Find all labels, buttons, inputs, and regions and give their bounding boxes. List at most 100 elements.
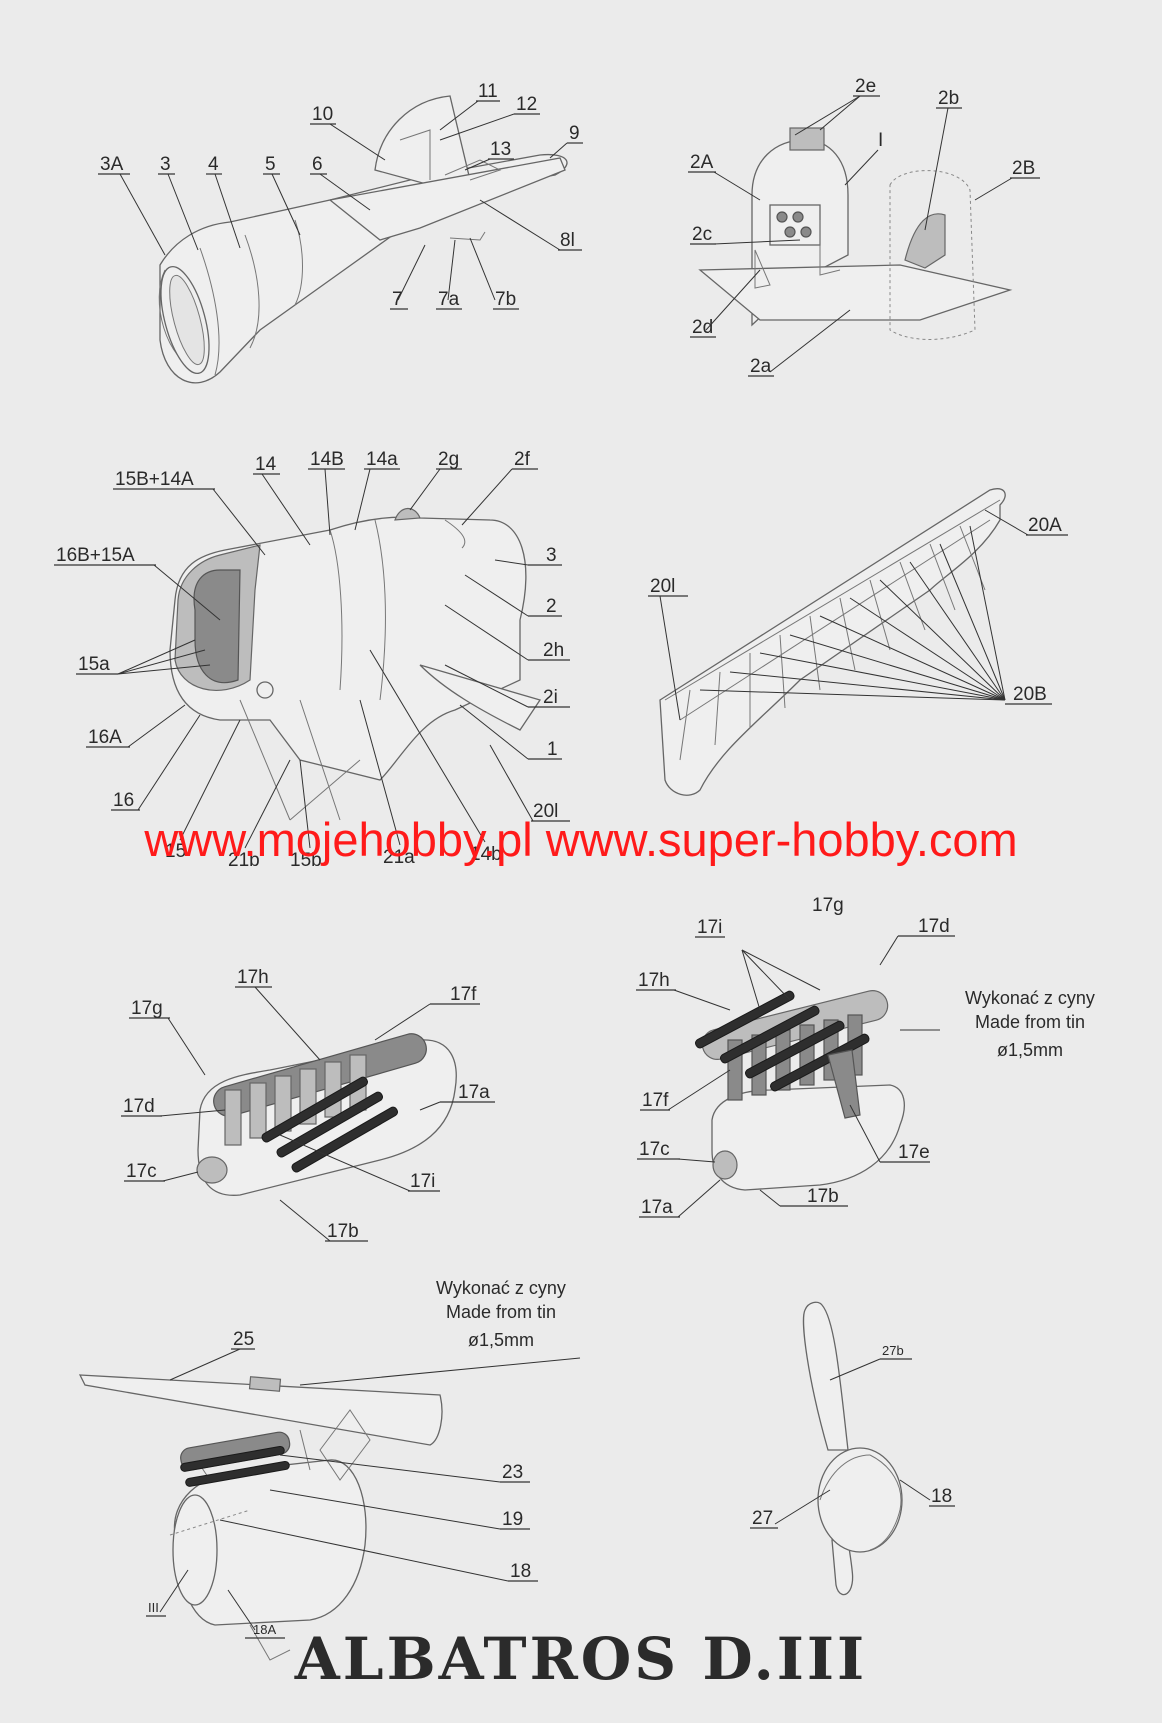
note-engine-right: Wykonać z cyny Made from tin ø1,5mm bbox=[900, 988, 1095, 1060]
label-17c: 17c bbox=[126, 1161, 157, 1182]
label-17d-r: 17d bbox=[918, 916, 950, 937]
assembly-diagram bbox=[78, 1374, 443, 1661]
label-16: 16 bbox=[113, 790, 134, 811]
label-14b: 14b bbox=[470, 844, 502, 865]
label-18-prop: 18 bbox=[931, 1486, 952, 1507]
label-17b-r: 17b bbox=[807, 1186, 839, 1207]
label-2d: 2d bbox=[692, 317, 713, 338]
label-15a: 15a bbox=[78, 654, 110, 675]
label-3A: 3A bbox=[100, 154, 124, 175]
label-20l: 20l bbox=[650, 576, 675, 597]
label-4: 4 bbox=[208, 154, 219, 175]
note-assembly: Wykonać z cyny Made from tin ø1,5mm bbox=[436, 1278, 566, 1350]
label-10: 10 bbox=[312, 104, 333, 125]
label-15b: 15b bbox=[290, 850, 322, 871]
note-line-3: ø1,5mm bbox=[468, 1330, 534, 1350]
tail-labels: 3A 3 4 5 6 10 11 12 13 9 8l 7 7a 7b bbox=[98, 81, 583, 310]
label-14: 14 bbox=[255, 454, 277, 475]
engine-right-diagram bbox=[695, 990, 905, 1191]
label-16B15A: 16B+15A bbox=[56, 545, 135, 566]
label-20l: 20l bbox=[533, 801, 558, 822]
label-2B: 2B bbox=[1012, 158, 1035, 179]
label-21a: 21a bbox=[383, 847, 415, 868]
note-line-2: Made from tin bbox=[446, 1302, 556, 1322]
label-27b: 27b bbox=[882, 1343, 904, 1358]
label-2i: 2i bbox=[543, 687, 558, 708]
wing-diagram bbox=[659, 488, 1006, 796]
label-17h: 17h bbox=[237, 967, 269, 988]
label-23: 23 bbox=[502, 1462, 523, 1483]
label-17b: 17b bbox=[327, 1221, 359, 1242]
label-2e: 2e bbox=[855, 76, 876, 97]
propeller-diagram bbox=[802, 1301, 903, 1596]
cockpit-labels: 2e 2b 2A I 2B 2c 2d 2a bbox=[688, 76, 1040, 377]
label-6: 6 bbox=[312, 154, 323, 175]
page-title: ALBATROS D.III bbox=[294, 1625, 868, 1693]
watermark: www.mojehobby.pl www.super-hobby.com bbox=[144, 813, 1018, 866]
label-18: 18 bbox=[510, 1561, 531, 1582]
label-2a: 2a bbox=[750, 356, 772, 377]
note-line-1: Wykonać z cyny bbox=[436, 1278, 566, 1298]
label-21b: 21b bbox=[228, 850, 260, 871]
cockpit-diagram bbox=[698, 127, 1013, 340]
label-14a: 14a bbox=[366, 449, 398, 470]
label-17i: 17i bbox=[410, 1171, 435, 1192]
label-I: I bbox=[878, 130, 883, 151]
label-17f-r: 17f bbox=[642, 1090, 669, 1111]
label-17i-r: 17i bbox=[697, 917, 722, 938]
label-17a: 17a bbox=[458, 1082, 490, 1103]
label-3: 3 bbox=[160, 154, 171, 175]
label-15: 15 bbox=[165, 841, 186, 862]
label-2b: 2b bbox=[938, 88, 959, 109]
note-line-2: Made from tin bbox=[975, 1012, 1085, 1032]
label-17h-r: 17h bbox=[638, 970, 670, 991]
engine-left-labels: 17h 17g 17f 17d 17a 17c 17i 17b bbox=[121, 967, 495, 1242]
label-III: III bbox=[148, 1600, 159, 1615]
fuselage-diagram bbox=[169, 507, 542, 821]
label-17g: 17g bbox=[131, 998, 163, 1019]
label-20A: 20A bbox=[1028, 515, 1062, 536]
fuselage-labels: 15B+14A 14 14B 14a 2g 2f 16B+15A 3 2 2h … bbox=[54, 449, 570, 871]
label-27: 27 bbox=[752, 1508, 773, 1529]
label-18A: 18A bbox=[253, 1622, 276, 1637]
label-2h: 2h bbox=[543, 640, 564, 661]
label-17e-r: 17e bbox=[898, 1142, 930, 1163]
label-7b: 7b bbox=[495, 289, 516, 310]
label-5: 5 bbox=[265, 154, 276, 175]
wing-labels: 20A 20l 20B bbox=[648, 509, 1068, 721]
label-2f: 2f bbox=[514, 449, 531, 470]
label-17a-r: 17a bbox=[641, 1197, 673, 1218]
label-7a: 7a bbox=[438, 289, 460, 310]
label-15B14A: 15B+14A bbox=[115, 469, 194, 490]
label-2c: 2c bbox=[692, 224, 712, 245]
label-2: 2 bbox=[546, 596, 557, 617]
engine-left-diagram bbox=[196, 1033, 457, 1196]
tail-diagram bbox=[158, 95, 568, 384]
label-8l: 8l bbox=[560, 230, 575, 251]
label-25: 25 bbox=[233, 1329, 254, 1350]
label-17f: 17f bbox=[450, 984, 477, 1005]
label-12: 12 bbox=[516, 94, 537, 115]
label-14B: 14B bbox=[310, 449, 344, 470]
note-line-1: Wykonać z cyny bbox=[965, 988, 1095, 1008]
label-11: 11 bbox=[478, 81, 498, 102]
label-17g-r: 17g bbox=[812, 895, 844, 916]
label-9: 9 bbox=[569, 123, 580, 144]
assembly-labels: 25 23 19 18 III 18A bbox=[146, 1329, 581, 1639]
label-19: 19 bbox=[502, 1509, 523, 1530]
label-2g: 2g bbox=[438, 449, 459, 470]
label-7: 7 bbox=[392, 289, 403, 310]
note-line-3: ø1,5mm bbox=[997, 1040, 1063, 1060]
label-16A: 16A bbox=[88, 727, 122, 748]
label-17c-r: 17c bbox=[639, 1139, 670, 1160]
engine-right-labels: 17g 17i 17d 17h 17f 17e 17c 17a 17b bbox=[636, 895, 955, 1218]
label-2A: 2A bbox=[690, 152, 714, 173]
label-17d: 17d bbox=[123, 1096, 155, 1117]
label-13: 13 bbox=[490, 139, 511, 160]
label-3: 3 bbox=[546, 545, 557, 566]
propeller-labels: 27b 27 18 bbox=[750, 1343, 955, 1529]
label-1: 1 bbox=[547, 739, 558, 760]
label-20B: 20B bbox=[1013, 684, 1047, 705]
